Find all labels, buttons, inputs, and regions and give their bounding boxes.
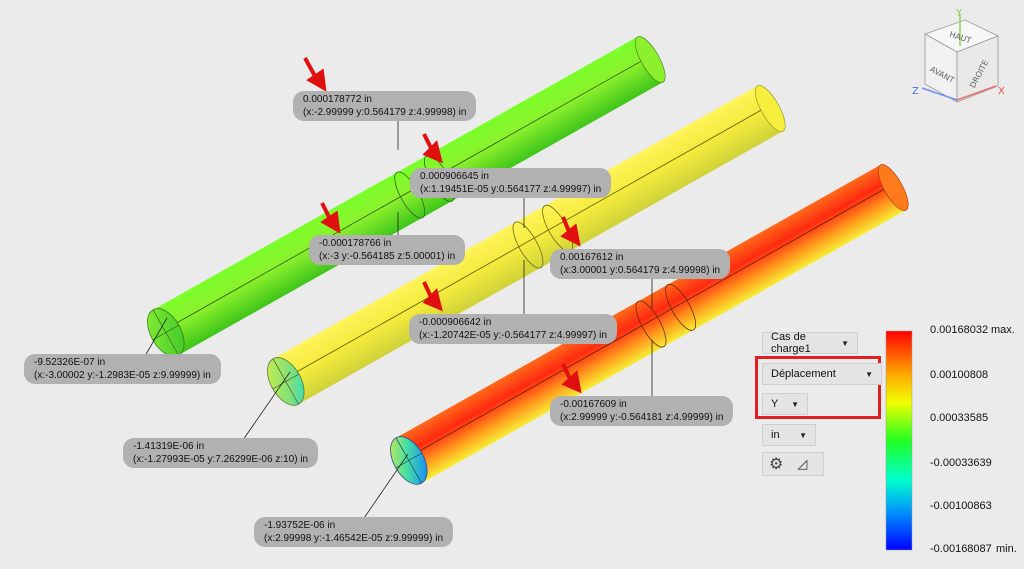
cylinder-shaft-1[interactable]: [140, 32, 671, 362]
chevron-down-icon: ▼: [799, 430, 807, 440]
probe-label[interactable]: -0.000178766 in (x:-3 y:-0.564185 z:5.00…: [309, 235, 466, 265]
probe-coords: (x:-3.00002 y:-1.2983E-05 z:9.99999) in: [34, 370, 211, 381]
probe-label[interactable]: -1.41319E-06 in (x:-1.27993E-05 y:7.2629…: [123, 438, 319, 468]
axis-y-label: Y: [955, 8, 963, 19]
probe-leader-lines: [144, 118, 653, 522]
viewcube[interactable]: HAUT AVANT DROITE Y X Z: [912, 8, 1005, 103]
probe-value: 0.000906645 in: [420, 171, 489, 182]
probe-coords: (x:1.19451E-05 y:0.564177 z:4.99997) in: [420, 184, 602, 195]
legend-min-value: -0.00168087: [930, 543, 992, 555]
probe-label[interactable]: 0.00167612 in (x:3.00001 y:0.564179 z:4.…: [550, 249, 731, 279]
probe-value: -1.93752E-06 in: [264, 520, 336, 531]
result-type-label: Déplacement: [771, 368, 836, 380]
probe-coords: (x:2.99998 y:-1.46542E-05 z:9.99999) in: [264, 533, 444, 544]
probe-coords: (x:-1.20742E-05 y:-0.564177 z:4.99997) i…: [419, 330, 607, 341]
chevron-down-icon: ▼: [841, 338, 849, 348]
cylinder-shaft-3[interactable]: [383, 160, 914, 490]
probe-value: -9.52326E-07 in: [34, 357, 106, 368]
probe-label[interactable]: -1.93752E-06 in (x:2.99998 y:-1.46542E-0…: [254, 517, 454, 547]
probe-label[interactable]: 0.000178772 in (x:-2.99999 y:0.564179 z:…: [293, 91, 477, 121]
probe-label[interactable]: -9.52326E-07 in (x:-3.00002 y:-1.2983E-0…: [24, 354, 221, 384]
probe-value: 0.000178772 in: [303, 94, 372, 105]
probe-coords: (x:-3 y:-0.564185 z:5.00001) in: [319, 251, 456, 262]
probe-value: 0.00167612 in: [560, 252, 624, 263]
legend-max-label: max.: [991, 324, 1015, 336]
legend-max-value: 0.00168032: [930, 324, 989, 336]
probe-coords: (x:-1.27993E-05 y:7.26299E-06 z:10) in: [133, 454, 309, 465]
legend-tick-value: 0.00100808: [930, 369, 989, 381]
load-case-dropdown[interactable]: Cas de charge1 ▼: [762, 331, 858, 355]
legend-tick-value: -0.00100863: [930, 500, 992, 512]
legend-color-bar: [885, 330, 913, 551]
cylinder-shaft-2[interactable]: [260, 81, 791, 411]
legend-tools: ⚙ ◿: [762, 452, 824, 476]
axis-x-label: X: [998, 86, 1005, 97]
component-label: Y: [771, 398, 779, 410]
highlight-box: [755, 356, 881, 419]
probe-value: -0.00167609 in: [560, 399, 627, 410]
gear-icon[interactable]: ⚙: [769, 456, 784, 473]
probe-value: -0.000906642 in: [419, 317, 492, 328]
probe-label[interactable]: 0.000906645 in (x:1.19451E-05 y:0.564177…: [410, 168, 612, 198]
component-dropdown[interactable]: Y ▼: [762, 393, 808, 415]
units-dropdown[interactable]: in ▼: [762, 424, 816, 446]
probe-value: -1.41319E-06 in: [133, 441, 205, 452]
probe-coords: (x:2.99999 y:-0.564181 z:4.99999) in: [560, 412, 724, 423]
units-label: in: [771, 429, 780, 441]
probe-label[interactable]: -0.000906642 in (x:-1.20742E-05 y:-0.564…: [409, 314, 617, 344]
probe-value: -0.000178766 in: [319, 238, 392, 249]
scale-adjust-icon[interactable]: ◿: [797, 456, 808, 471]
result-type-dropdown[interactable]: Déplacement ▼: [762, 363, 882, 385]
axis-z-label: Z: [912, 86, 919, 97]
probe-coords: (x:-2.99999 y:0.564179 z:4.99998) in: [303, 107, 467, 118]
legend-min-label: min.: [996, 543, 1017, 555]
probe-label[interactable]: -0.00167609 in (x:2.99999 y:-0.564181 z:…: [550, 396, 734, 426]
legend-tick-value: -0.00033639: [930, 457, 992, 469]
chevron-down-icon: ▼: [865, 369, 873, 379]
chevron-down-icon: ▼: [791, 399, 799, 409]
load-case-label: Cas de charge1: [771, 331, 811, 355]
annotation-arrows: [303, 57, 582, 394]
probe-coords: (x:3.00001 y:0.564179 z:4.99998) in: [560, 265, 721, 276]
legend-tick-value: 0.00033585: [930, 412, 989, 424]
